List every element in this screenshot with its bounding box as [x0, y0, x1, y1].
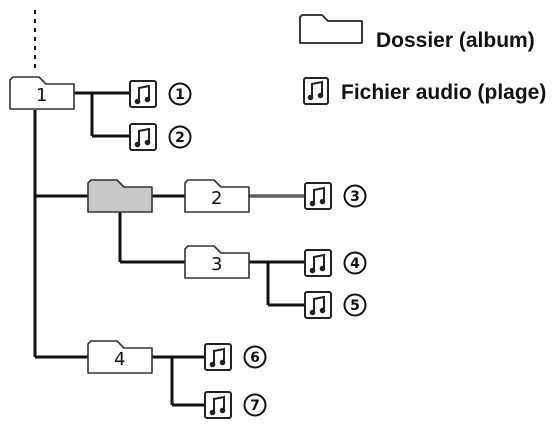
- folder-f3: 3: [184, 245, 250, 279]
- music-file-icon: [204, 343, 232, 371]
- folder-icon: [87, 179, 153, 213]
- track-group: 1 2 3 4 5 6 7: [129, 80, 367, 419]
- music-file-icon: [304, 249, 332, 277]
- folder-f2: 2: [184, 179, 250, 213]
- folder-f1: 1: [9, 76, 75, 110]
- folder-icon: [184, 179, 250, 213]
- folder-label: 2: [211, 188, 222, 209]
- folder-f4: 4: [87, 340, 153, 374]
- folder-group: 1 2 3 4: [9, 76, 250, 374]
- folder-label: 1: [36, 85, 47, 106]
- folder-icon: [184, 245, 250, 279]
- music-file-icon: [204, 391, 232, 419]
- track-number-label: 2: [175, 130, 185, 146]
- track-number-badge: 1: [168, 82, 192, 106]
- music-file-icon: [304, 291, 332, 319]
- folder-fg: [87, 179, 153, 213]
- track-t5: 5: [304, 291, 367, 319]
- track-number-badge: 4: [343, 251, 367, 275]
- track-number-badge: 3: [343, 184, 367, 208]
- track-t4: 4: [304, 249, 367, 277]
- legend-folder-icon: [299, 14, 363, 44]
- track-number-badge: 5: [343, 293, 367, 317]
- track-number-badge: 7: [243, 393, 267, 417]
- track-number-label: 3: [350, 189, 360, 205]
- folder-icon: [9, 76, 75, 110]
- music-file-icon: [129, 80, 157, 108]
- music-file-icon: [304, 182, 332, 210]
- track-number-label: 7: [250, 398, 260, 414]
- folder-label: 3: [211, 254, 222, 275]
- music-file-icon: [129, 123, 157, 151]
- track-t6: 6: [204, 343, 267, 371]
- track-t7: 7: [204, 391, 267, 419]
- folder-icon: [87, 340, 153, 374]
- track-number-label: 6: [250, 350, 260, 366]
- legend-file-icon: [303, 77, 329, 105]
- track-number-label: 1: [175, 87, 185, 103]
- track-t1: 1: [129, 80, 192, 108]
- track-number-badge: 2: [168, 125, 192, 149]
- tree-connectors: [33, 10, 305, 407]
- track-number-label: 5: [350, 298, 360, 314]
- track-number-badge: 6: [243, 345, 267, 369]
- folder-label: 4: [114, 349, 125, 370]
- track-number-label: 4: [350, 256, 360, 272]
- legend-folder-label: Dossier (album): [376, 29, 535, 52]
- track-t2: 2: [129, 123, 192, 151]
- track-t3: 3: [304, 182, 367, 210]
- legend-file-label: Fichier audio (plage): [341, 81, 546, 104]
